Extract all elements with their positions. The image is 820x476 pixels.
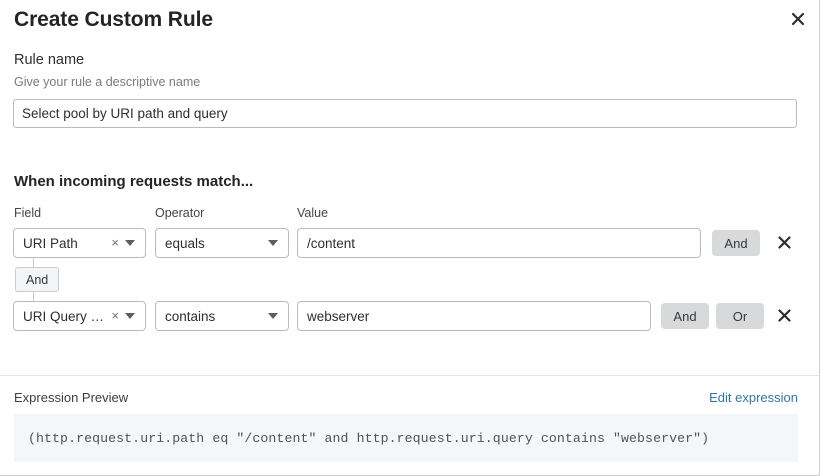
section-divider — [0, 375, 819, 376]
column-header-value: Value — [297, 206, 329, 220]
chevron-down-icon[interactable] — [268, 313, 278, 319]
chevron-down-icon[interactable] — [268, 240, 278, 246]
expression-code: (http.request.uri.path eq "/content" and… — [28, 430, 710, 446]
expression-preview-box: (http.request.uri.path eq "/content" and… — [14, 414, 798, 462]
field-select-row-1[interactable]: URI Path × — [13, 228, 146, 258]
field-select-row-2[interactable]: URI Query St... × — [13, 301, 146, 331]
chevron-down-icon[interactable] — [125, 240, 135, 246]
rule-name-label: Rule name — [14, 52, 85, 68]
value-input-row-2[interactable] — [297, 301, 651, 331]
logic-connector-and-badge[interactable]: And — [15, 267, 60, 292]
field-select-value-row-1: URI Path — [23, 235, 78, 251]
clear-icon[interactable]: × — [111, 308, 119, 323]
operator-select-value-row-2: contains — [165, 308, 216, 324]
operator-select-row-1[interactable]: equals — [155, 228, 289, 258]
delete-row-icon[interactable] — [774, 232, 794, 252]
and-button-row-2[interactable]: And — [661, 303, 709, 329]
clear-icon[interactable]: × — [111, 235, 119, 250]
field-select-value-row-2: URI Query St... — [23, 308, 108, 324]
dialog-title: Create Custom Rule — [14, 8, 213, 31]
value-input-row-1[interactable] — [297, 228, 701, 258]
column-header-field: Field — [14, 206, 42, 220]
and-button-row-1[interactable]: And — [712, 230, 760, 256]
rule-name-description: Give your rule a descriptive name — [14, 75, 201, 89]
delete-row-icon[interactable] — [774, 305, 794, 325]
column-header-operator: Operator — [155, 206, 205, 220]
operator-select-row-2[interactable]: contains — [155, 301, 289, 331]
or-button-row-2[interactable]: Or — [716, 303, 764, 329]
match-heading: When incoming requests match... — [14, 173, 254, 190]
chevron-down-icon[interactable] — [125, 313, 135, 319]
rule-name-input[interactable] — [13, 99, 797, 128]
expression-preview-label: Expression Preview — [14, 390, 129, 405]
close-icon[interactable] — [786, 7, 810, 31]
operator-select-value-row-1: equals — [165, 235, 205, 251]
edit-expression-link[interactable]: Edit expression — [709, 390, 798, 405]
